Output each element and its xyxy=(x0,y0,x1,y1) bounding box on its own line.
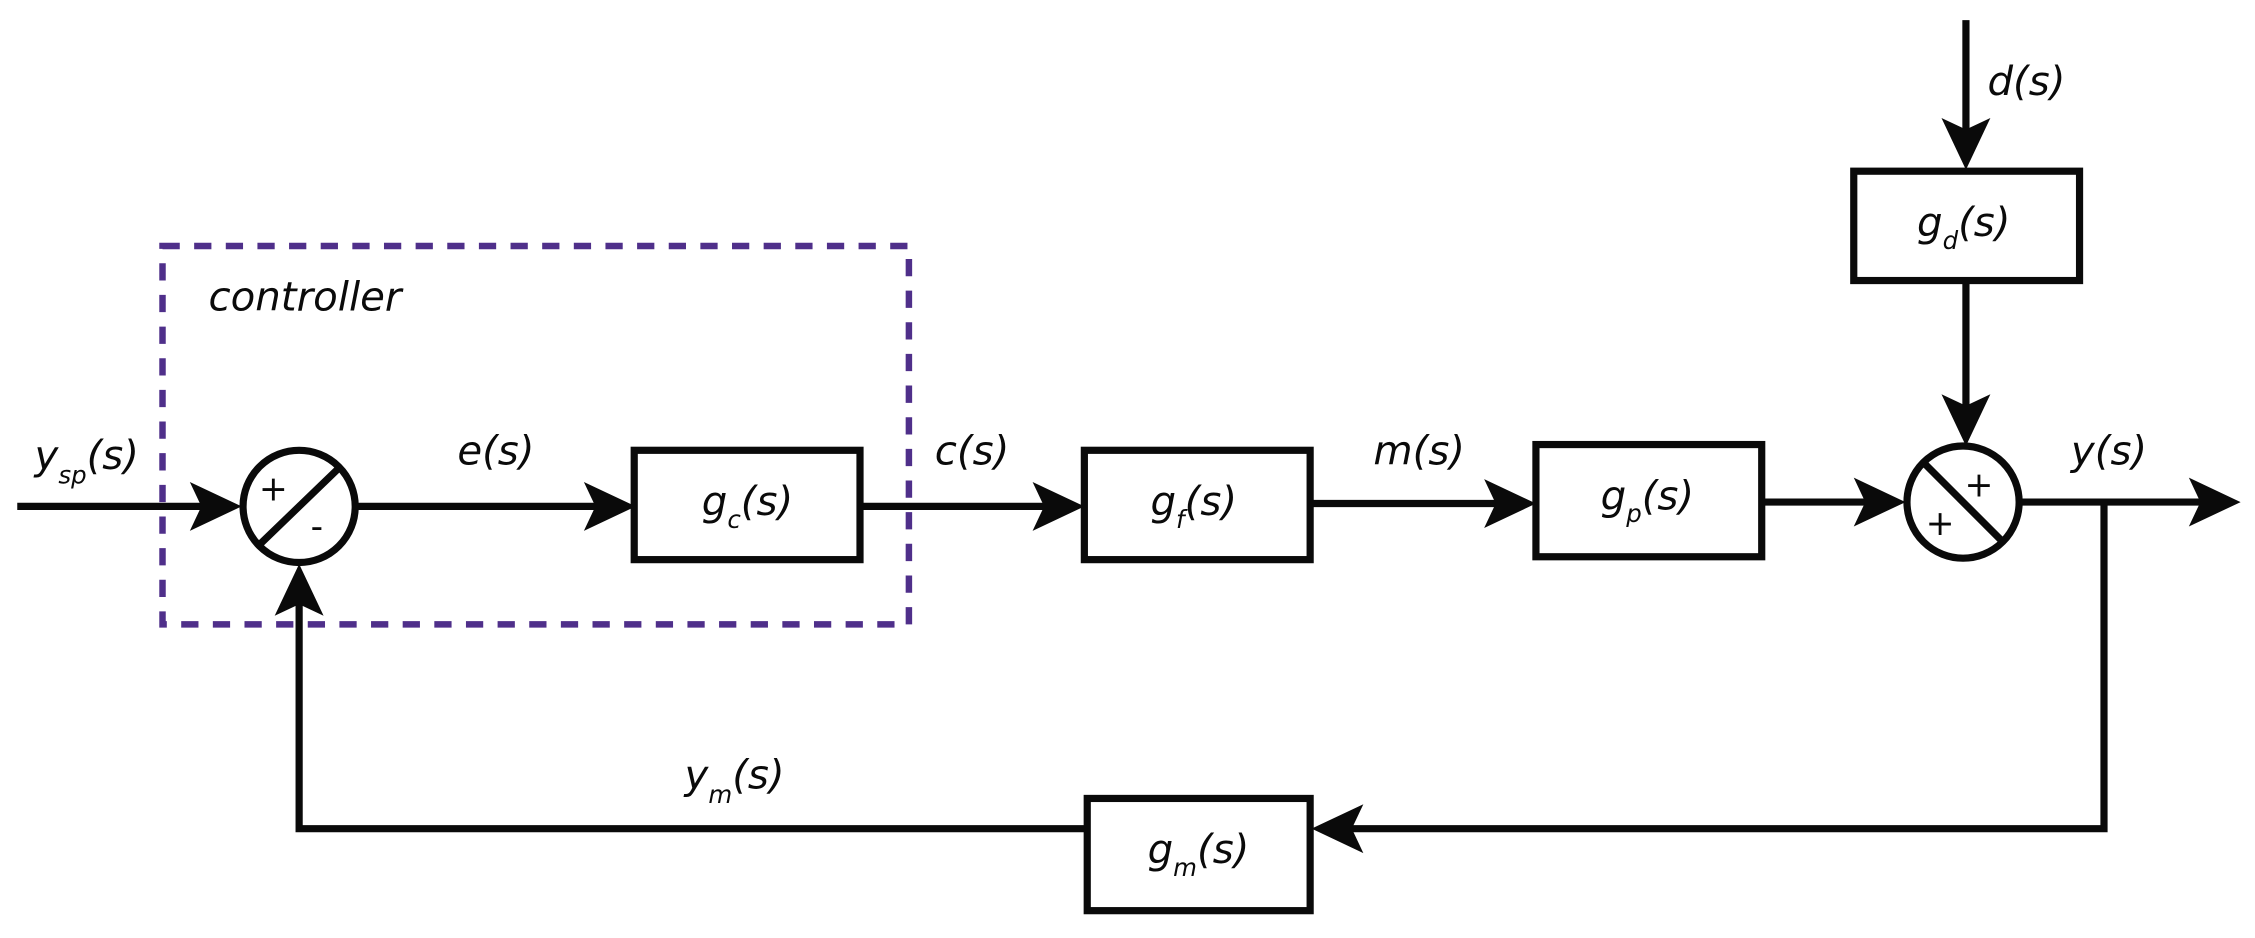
arrowhead-icon xyxy=(1941,117,1991,170)
y-label: y(s) xyxy=(2070,429,2147,475)
arrowhead-icon xyxy=(1032,481,1085,531)
gc-block xyxy=(630,446,864,564)
gd-label: gd(s) xyxy=(1917,200,2010,255)
arrowhead-icon xyxy=(189,481,242,531)
gm-label: gm(s) xyxy=(1148,827,1250,882)
measured-line xyxy=(295,589,1088,833)
svg-text:+: + xyxy=(1964,465,1993,505)
arrowhead-icon xyxy=(274,563,324,616)
arrowhead-icon xyxy=(1941,394,1991,446)
feedback-line xyxy=(1337,502,2108,833)
e-label: e(s) xyxy=(457,429,534,475)
gm-block xyxy=(1083,794,1314,915)
comparator-summing-junction: + - xyxy=(239,446,359,567)
disturbance-summing-junction: + + xyxy=(1903,442,2023,562)
arrowhead-icon xyxy=(2188,477,2241,527)
ysp-label: ysp(s) xyxy=(34,433,139,489)
svg-text:+: + xyxy=(1926,504,1955,544)
arrowhead-icon xyxy=(1311,804,1364,854)
arrowhead-icon xyxy=(583,481,636,531)
m-label: m(s) xyxy=(1373,429,1465,475)
ym-label: ym(s) xyxy=(684,752,785,808)
d-label: d(s) xyxy=(1988,59,2066,105)
c-label: c(s) xyxy=(935,429,1010,475)
arrowhead-icon xyxy=(1484,479,1536,528)
controller-boundary xyxy=(159,242,913,628)
svg-text:-: - xyxy=(311,507,323,547)
gp-label: gp(s) xyxy=(1601,473,1694,528)
gc-label: gc(s) xyxy=(702,479,793,534)
gf-label: gf(s) xyxy=(1151,479,1238,534)
controller-label: controller xyxy=(209,275,404,321)
arrowhead-icon xyxy=(1853,477,1906,527)
svg-text:+: + xyxy=(259,470,288,510)
